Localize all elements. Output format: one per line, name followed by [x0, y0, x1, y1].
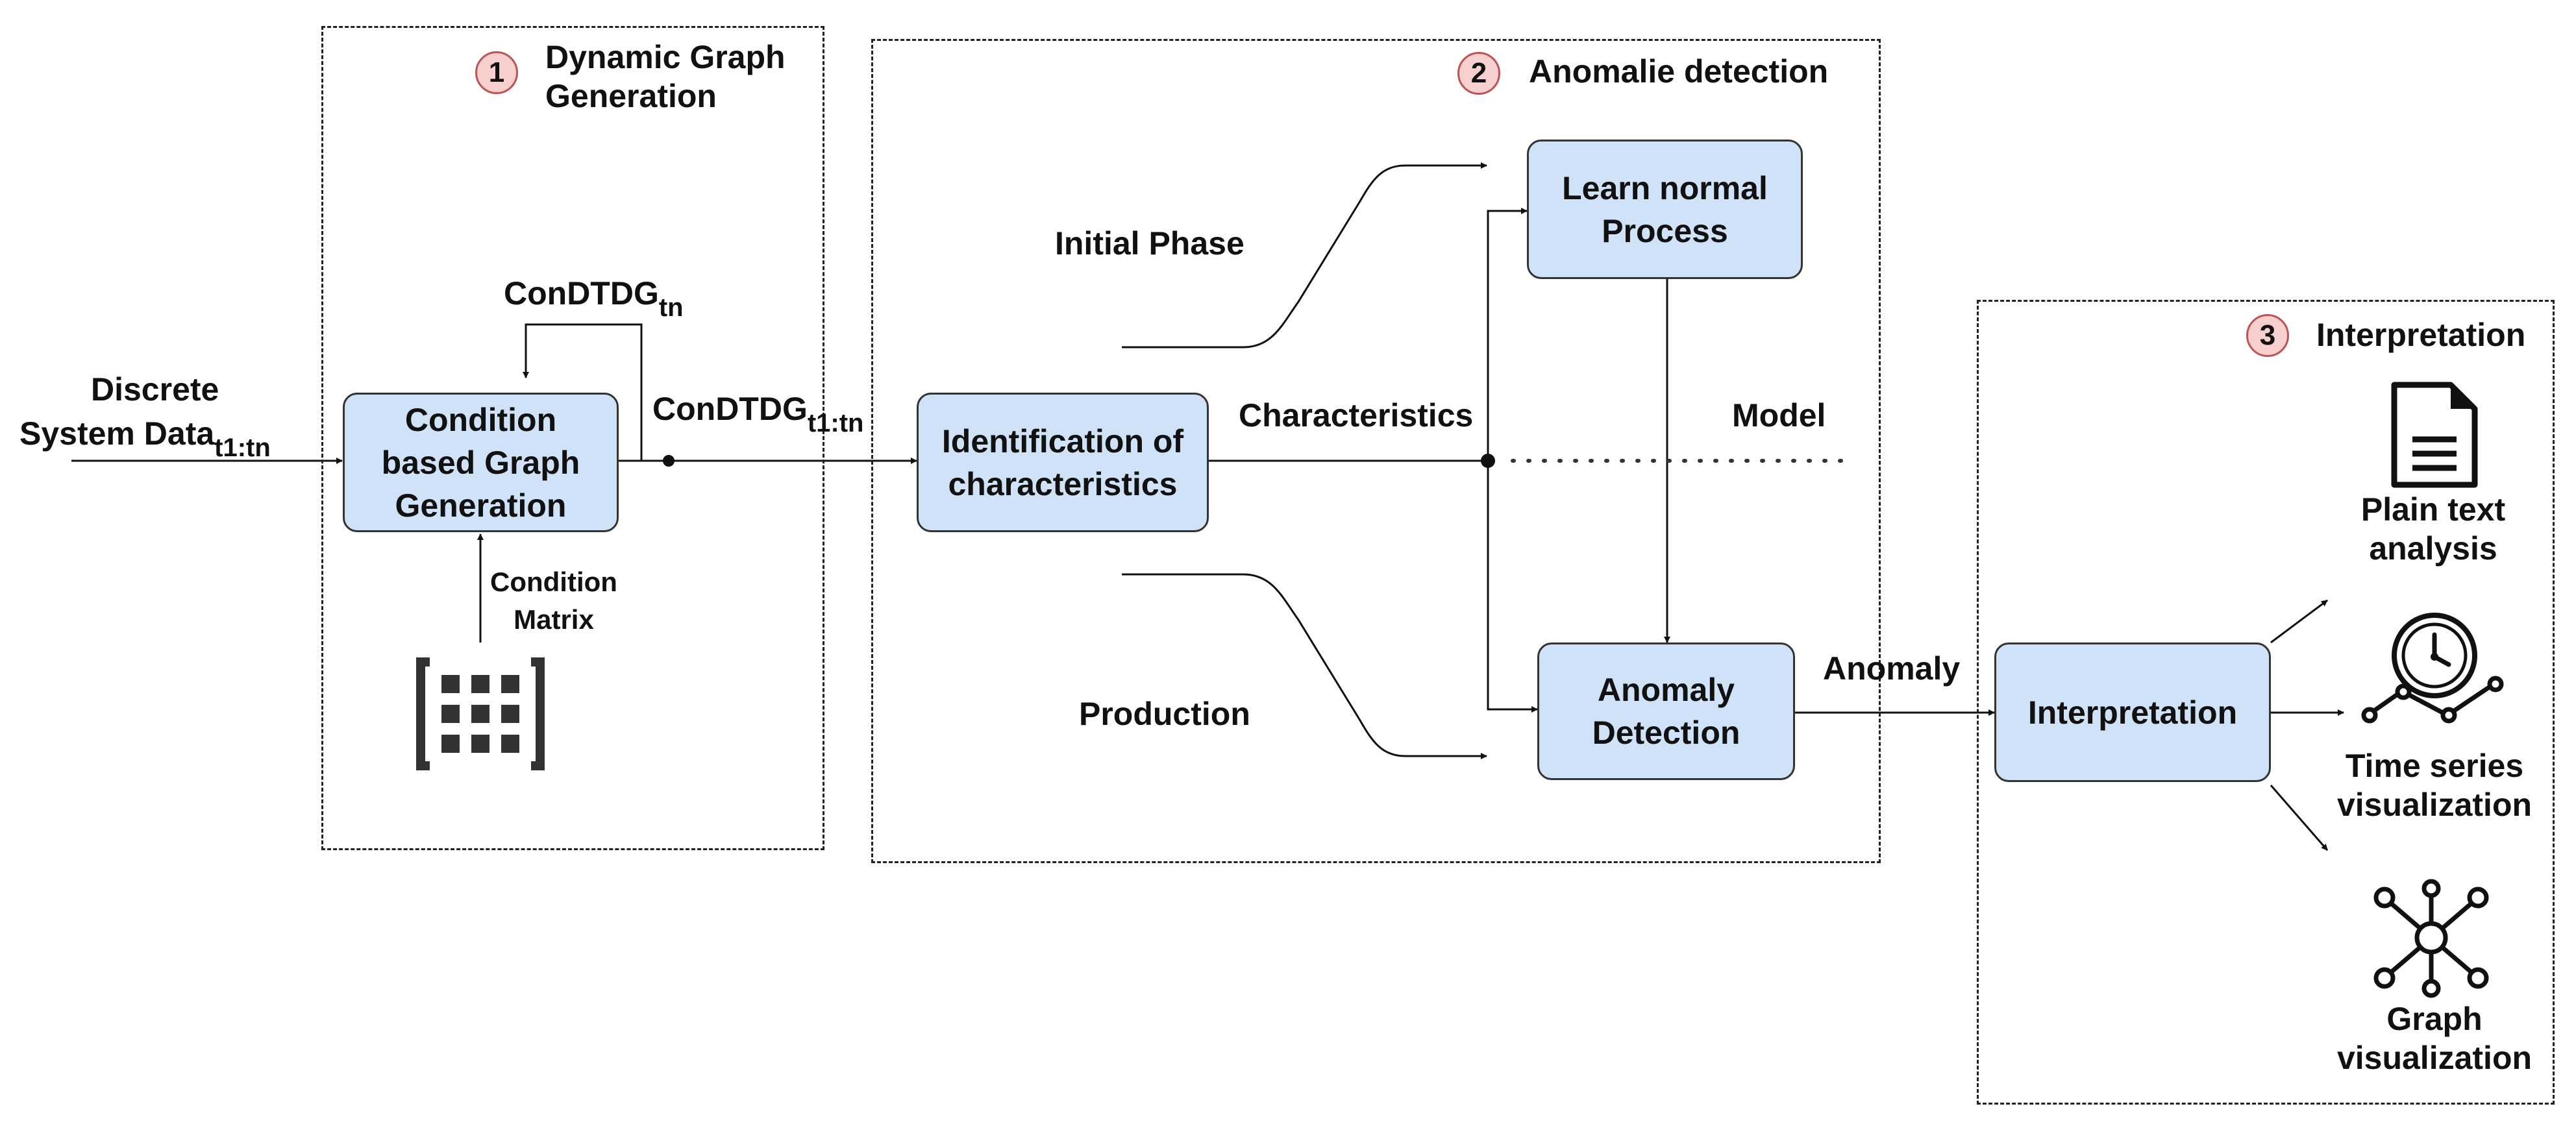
node-condition-based-graph-generation: Condition based Graph Generation — [343, 393, 619, 532]
edge-to-graph — [2270, 785, 2329, 851]
clock-icon — [2392, 613, 2477, 698]
input-label-text: System Data — [19, 415, 215, 452]
edge-label-model: Model — [1732, 397, 1826, 434]
edge-label-production: Production — [1079, 696, 1250, 732]
junction-dot — [663, 455, 675, 467]
section-frame-graph-generation — [321, 26, 824, 850]
input-label-line2: System Datat1:tn — [19, 414, 271, 462]
node-anomaly-detection: Anomaly Detection — [1537, 643, 1795, 780]
output-label-graph: Graph visualization — [2336, 1001, 2533, 1076]
node-learn-normal-process: Learn normal Process — [1527, 140, 1803, 279]
graph-network-icon — [2373, 879, 2489, 998]
edge-label-output: ConDTDGt1:tn — [652, 389, 863, 437]
edge-label-output-text: ConDTDG — [652, 391, 808, 427]
output-label-plain-text: Plain text analysis — [2360, 491, 2506, 567]
edge-initial-phase — [1122, 162, 1487, 349]
edge-label-feedback: ConDTDGtn — [504, 274, 684, 322]
edge-production — [1122, 573, 1487, 759]
section-title: Anomalie detection — [1529, 53, 1829, 90]
edge-label-condition-matrix: Condition Matrix — [490, 567, 617, 635]
node-interpretation: Interpretation — [1994, 643, 2271, 782]
trend-line-icon — [2361, 676, 2504, 724]
matrix-icon — [416, 657, 545, 770]
section-number-badge: 2 — [1457, 52, 1500, 95]
section-title: Dynamic Graph Generation — [545, 39, 786, 114]
edge-label-output-subscript: t1:tn — [807, 409, 864, 437]
edge-label-anomaly: Anomaly — [1823, 650, 1961, 687]
section-title: Interpretation — [2316, 317, 2526, 353]
section-frame-anomaly-detection — [871, 39, 1881, 863]
edge-label-feedback-subscript: tn — [658, 293, 684, 322]
edge-label-characteristics: Characteristics — [1239, 397, 1474, 434]
edge-junction-to-learn — [1487, 208, 1528, 461]
node-identification-of-characteristics: Identification of characteristics — [917, 393, 1209, 532]
section-number-badge: 1 — [475, 51, 518, 94]
edge-junction-to-detection — [1487, 461, 1538, 713]
edge-label-initial-phase: Initial Phase — [1055, 225, 1245, 262]
document-icon — [2391, 382, 2478, 488]
junction-dot — [1481, 454, 1495, 468]
section-frame-interpretation — [1977, 300, 2555, 1105]
input-label: Discrete — [91, 371, 219, 408]
edge-label-feedback-text: ConDTDG — [504, 275, 659, 312]
section-number-badge: 3 — [2246, 314, 2289, 357]
input-label-subscript: t1:tn — [214, 434, 271, 462]
edge-to-plain-text — [2270, 599, 2328, 644]
output-label-time-series: Time series visualization — [2336, 748, 2533, 823]
